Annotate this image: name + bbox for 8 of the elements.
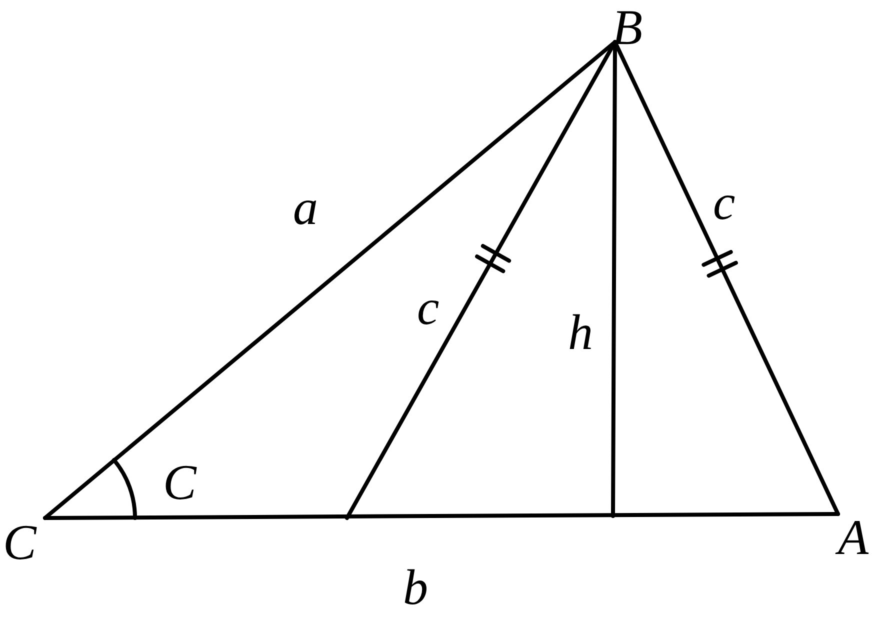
vertex-label: C <box>3 517 36 567</box>
height-label: h <box>568 307 593 357</box>
side-label: a <box>293 182 318 232</box>
side-label: c <box>417 282 440 332</box>
vertex-label: B <box>612 2 643 52</box>
side-label: b <box>403 562 428 612</box>
angle-label: C <box>163 457 196 507</box>
side-label: c <box>713 177 736 227</box>
